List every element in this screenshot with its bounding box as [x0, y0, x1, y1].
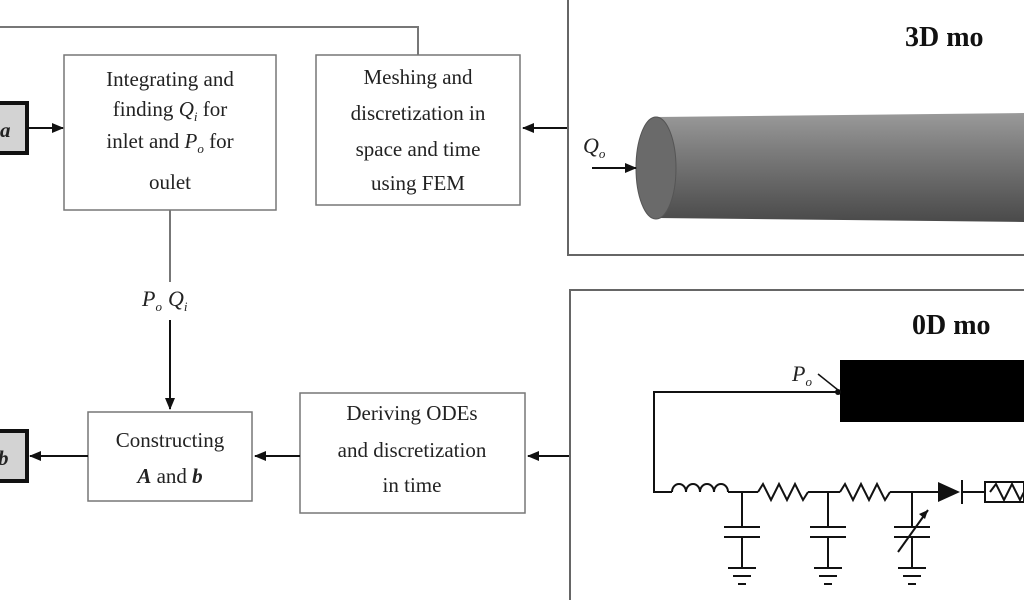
panel-0d-title: 0D mo: [912, 310, 991, 341]
inductor: [671, 483, 729, 493]
deriving-line-2: and discretization: [338, 438, 487, 462]
meshing-line-2: discretization in: [351, 101, 486, 125]
deriving-box: Deriving ODEs and discretization in time: [299, 392, 526, 514]
integrating-line-4: oulet: [149, 170, 191, 194]
resistor-1: [757, 481, 809, 503]
vessel-cylinder: [656, 113, 1024, 222]
outlet-pressure-label: Po: [791, 361, 812, 389]
vessel-inlet-face: [635, 116, 677, 220]
partial-box-bottom: b: [0, 429, 29, 483]
constructing-line-2: A and b: [135, 464, 202, 488]
deriving-line-1: Deriving ODEs: [346, 401, 477, 425]
integrating-line-1: Integrating and: [106, 67, 234, 91]
integrating-line-3: inlet and Po for: [106, 129, 233, 156]
integrating-line-2: finding Qi for: [113, 97, 227, 124]
lumped-block: [840, 360, 1024, 422]
partial-box-top: a: [0, 101, 29, 155]
resistor-2: [839, 481, 891, 503]
meshing-line-4: using FEM: [371, 171, 465, 195]
partial-box-bottom-label: b: [0, 446, 9, 470]
diode-triangle: [938, 482, 960, 502]
feedback-line: [0, 26, 419, 55]
pressure-pointer: [817, 373, 839, 391]
circuit: [653, 391, 1024, 585]
variable-cap-arrowhead: [919, 510, 928, 519]
integrating-box: Integrating and finding Qi for inlet and…: [63, 54, 277, 211]
meshing-line-3: space and time: [356, 137, 481, 161]
inlet-flow-label: Qo: [583, 133, 606, 161]
boxed-resistor: [984, 481, 1024, 503]
partial-box-top-label: a: [0, 118, 11, 142]
meshing-box: Meshing and discretization in space and …: [315, 54, 521, 206]
meshing-line-1: Meshing and: [363, 65, 473, 89]
panel-0d: 0D mo Po: [569, 289, 1024, 600]
constructing-box: Constructing A and b: [87, 411, 253, 502]
panel-3d: 3D mo Qo: [567, 0, 1024, 256]
constructing-line-1: Constructing: [116, 428, 225, 452]
deriving-line-3: in time: [383, 473, 442, 497]
panel-3d-title: 3D mo: [905, 22, 984, 53]
